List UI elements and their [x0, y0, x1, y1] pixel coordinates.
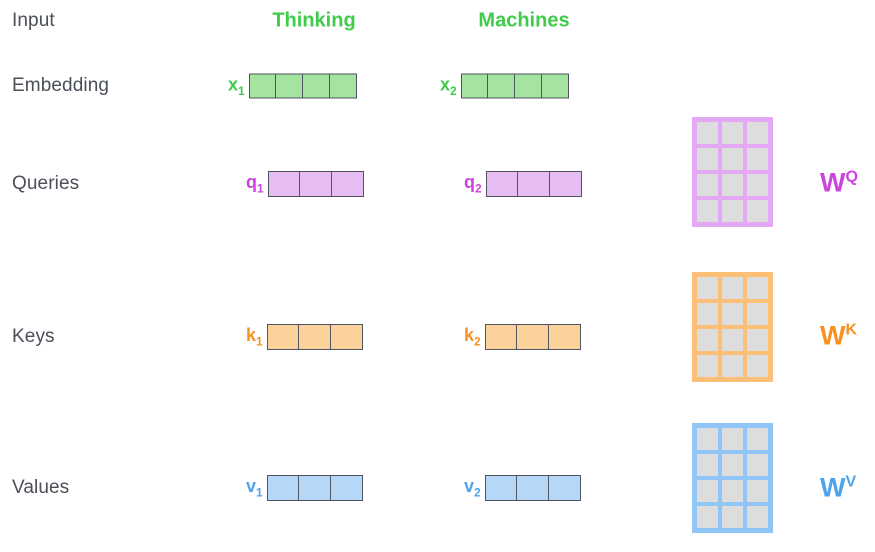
- vector-cell: [298, 324, 331, 350]
- vector-cell: [299, 171, 332, 197]
- vector-cell: [514, 73, 542, 99]
- matrix-cell: [747, 148, 768, 170]
- vector-cell: [266, 324, 299, 350]
- matrix-cell: [722, 277, 743, 299]
- vector-cell: [266, 475, 299, 501]
- embedding-vector-x1: x1: [228, 73, 357, 99]
- matrix-cell: [697, 428, 718, 450]
- matrix-cell: [697, 480, 718, 502]
- row-label-embedding: Embedding: [12, 75, 110, 96]
- matrix-cell: [722, 454, 743, 476]
- row-label-queries: Queries: [12, 173, 80, 194]
- vector-cell: [548, 475, 581, 501]
- vector-cell: [484, 475, 517, 501]
- vector-cells-v2: [484, 475, 581, 501]
- vector-label-v2: v2: [464, 476, 481, 500]
- vector-cells-v1: [266, 475, 363, 501]
- vector-cell: [331, 171, 364, 197]
- vector-cell: [460, 73, 488, 99]
- weight-matrix-label-wk: WK: [820, 320, 858, 351]
- vector-cell: [302, 73, 330, 99]
- matrix-cell: [722, 174, 743, 196]
- matrix-cell: [722, 480, 743, 502]
- matrix-cell: [747, 329, 768, 351]
- matrix-cell: [747, 355, 768, 377]
- vector-cell: [275, 73, 303, 99]
- vector-cell: [517, 171, 550, 197]
- vector-cell: [549, 171, 582, 197]
- embedding-vector-x2: x2: [440, 73, 569, 99]
- matrix-cell: [722, 122, 743, 144]
- vector-label-x2: x2: [440, 74, 457, 98]
- weight-matrix-wq: [692, 117, 773, 227]
- vector-label-v1: v1: [246, 476, 263, 500]
- matrix-cell: [697, 174, 718, 196]
- key-vector-k1: k1: [246, 324, 363, 350]
- vector-cells-k2: [484, 324, 581, 350]
- vector-cell: [487, 73, 515, 99]
- matrix-cell: [697, 200, 718, 222]
- vector-cells-x2: [460, 73, 569, 99]
- matrix-cell: [747, 303, 768, 325]
- vector-cell: [329, 73, 357, 99]
- matrix-cell: [747, 506, 768, 528]
- matrix-cell: [722, 200, 743, 222]
- row-label-input: Input: [12, 10, 55, 31]
- matrix-cell: [697, 277, 718, 299]
- value-vector-v2: v2: [464, 475, 581, 501]
- weight-matrix-wv: [692, 423, 773, 533]
- vector-cell: [541, 73, 569, 99]
- matrix-cell: [697, 506, 718, 528]
- matrix-cell: [747, 454, 768, 476]
- vector-label-x1: x1: [228, 74, 245, 98]
- row-label-keys: Keys: [12, 326, 55, 347]
- matrix-cell: [697, 148, 718, 170]
- matrix-cell: [697, 329, 718, 351]
- vector-label-q1: q1: [246, 172, 264, 196]
- vector-cell: [248, 73, 276, 99]
- query-vector-q2: q2: [464, 171, 582, 197]
- vector-cell: [330, 324, 363, 350]
- matrix-cell: [747, 277, 768, 299]
- vector-cell: [485, 171, 518, 197]
- matrix-cell: [697, 454, 718, 476]
- vector-cell: [484, 324, 517, 350]
- weight-matrix-label-wv: WV: [820, 472, 857, 503]
- row-label-values: Values: [12, 477, 70, 498]
- vector-label-k2: k2: [464, 325, 481, 349]
- matrix-cell: [747, 200, 768, 222]
- matrix-cell: [697, 355, 718, 377]
- weight-matrix-label-wq: WQ: [820, 167, 858, 198]
- matrix-cell: [722, 428, 743, 450]
- matrix-cell: [747, 174, 768, 196]
- input-word-thinking: Thinking: [272, 9, 356, 32]
- vector-cells-q2: [485, 171, 582, 197]
- vector-cell: [267, 171, 300, 197]
- weight-matrix-wk: [692, 272, 773, 382]
- matrix-cell: [722, 355, 743, 377]
- value-vector-v1: v1: [246, 475, 363, 501]
- vector-label-k1: k1: [246, 325, 263, 349]
- matrix-cell: [747, 480, 768, 502]
- matrix-cell: [722, 148, 743, 170]
- query-vector-q1: q1: [246, 171, 364, 197]
- vector-cells-k1: [266, 324, 363, 350]
- vector-label-q2: q2: [464, 172, 482, 196]
- matrix-cell: [722, 329, 743, 351]
- vector-cell: [298, 475, 331, 501]
- vector-cell: [330, 475, 363, 501]
- vector-cells-x1: [248, 73, 357, 99]
- vector-cell: [516, 324, 549, 350]
- input-word-machines: Machines: [478, 9, 570, 32]
- matrix-cell: [747, 428, 768, 450]
- matrix-cell: [722, 303, 743, 325]
- matrix-cell: [697, 303, 718, 325]
- vector-cell: [516, 475, 549, 501]
- matrix-cell: [697, 122, 718, 144]
- matrix-cell: [747, 122, 768, 144]
- vector-cells-q1: [267, 171, 364, 197]
- matrix-cell: [722, 506, 743, 528]
- vector-cell: [548, 324, 581, 350]
- key-vector-k2: k2: [464, 324, 581, 350]
